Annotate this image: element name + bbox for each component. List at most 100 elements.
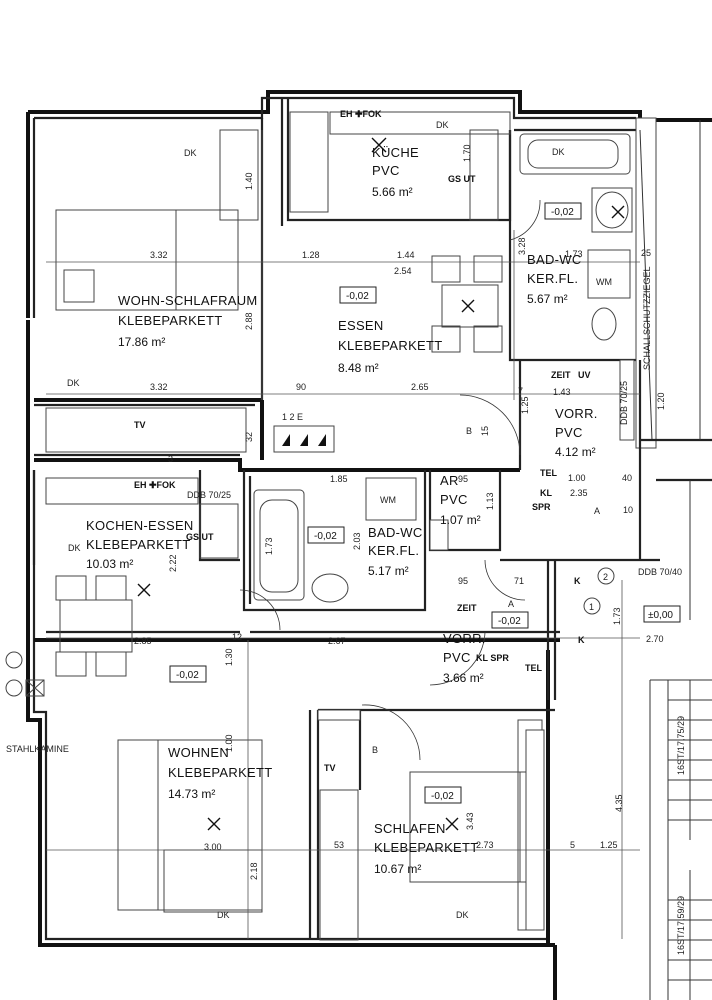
zeit-2: ZEIT [457, 603, 477, 613]
dim-text: 1.73 [565, 249, 583, 259]
eh-fok-kitchen: EH ✚FOK [340, 109, 382, 119]
dk-kitchen: DK [436, 120, 449, 130]
room-area-essen: 8.48 m² [338, 361, 379, 375]
level-bad1: -0,02 [551, 207, 574, 218]
room-floor-wohnen: KLEBEPARKETT [168, 765, 273, 780]
room-name-kochen: KOCHEN-ESSEN [86, 518, 194, 533]
level-box-bad2 [307, 526, 345, 544]
columns [317, 359, 635, 931]
furniture [45, 111, 633, 941]
level-box-essen [339, 286, 377, 304]
staircase [649, 120, 712, 1000]
room-floor-vorr2: PVC [443, 650, 471, 665]
dim-text: 1.25 [520, 396, 530, 414]
room-floor-wohn-schlaf: KLEBEPARKETT [118, 313, 223, 328]
dim-text: 2.22 [168, 554, 178, 572]
dim-text: 1.73 [612, 607, 622, 625]
k-2: K [578, 635, 585, 645]
dim-text: 1.40 [244, 172, 254, 190]
interior-walls [32, 98, 712, 939]
dim-text: 3.32 [150, 250, 168, 260]
level-bad2: -0,02 [314, 531, 337, 542]
dim-text: 53 [334, 840, 344, 850]
room-center-marks [137, 137, 625, 831]
dim-text: 4.35 [614, 794, 624, 812]
eh-fok-kochen: EH ✚FOK [134, 480, 176, 490]
dk-wohn-2: DK [67, 378, 80, 388]
room-floor-schlafen: KLEBEPARKETT [374, 840, 479, 855]
dim-text: 2.65 [411, 382, 429, 392]
dim-text: 2.67 [328, 636, 346, 646]
level-stair: ±0,00 [648, 610, 673, 621]
dim-text: 95 [458, 576, 468, 586]
dim-text: 71 [514, 576, 524, 586]
dim-text: 2.85 [134, 636, 152, 646]
zeit-1: ZEIT [551, 370, 571, 380]
dim-text: 7 [518, 386, 523, 396]
k-1: K [574, 576, 581, 586]
dk-wohn: DK [184, 148, 197, 158]
meter-box-label: 1 2 E [282, 412, 303, 422]
dim-text: 3.00 [204, 842, 222, 852]
dim-text: 5 [570, 840, 575, 850]
level-box-schlafen [424, 786, 462, 804]
dim-text: 1.00 [224, 734, 234, 752]
level-box-vorr2 [491, 611, 529, 629]
dk-wohnen: DK [217, 910, 230, 920]
door-label-b2: B [372, 745, 378, 755]
tel-1: TEL [540, 468, 558, 478]
level-box-stair [643, 605, 681, 623]
dim-text: 3.32 [150, 382, 168, 392]
room-floor-kueche: PVC [372, 163, 400, 178]
room-floor-essen: KLEBEPARKETT [338, 338, 443, 353]
room-area-schlafen: 10.67 m² [374, 862, 421, 876]
dim-text: 2.73 [476, 840, 494, 850]
dim-text: 3 [168, 454, 173, 464]
dim-text: 1.30 [224, 648, 234, 666]
dining-table [441, 284, 499, 328]
dim-text: 3.28 [517, 237, 527, 255]
axis-marker-2 [597, 567, 615, 585]
stair-label-1: 16ST/17,75/29 [676, 716, 686, 775]
level-schlafen: -0,02 [431, 791, 454, 802]
axis-label-2: 2 [603, 572, 608, 582]
tv-outlet-1: TV [134, 420, 146, 430]
room-area-wohn-schlaf: 17.86 m² [118, 335, 165, 349]
dim-text: 25 [641, 248, 651, 258]
room-area-bad2: 5.17 m² [368, 564, 409, 578]
dim-text: 1.25 [600, 840, 618, 850]
room-floor-vorr1: PVC [555, 425, 583, 440]
room-name-vorr1: VORR. [555, 406, 598, 421]
room-area-ar: 1.07 m² [440, 513, 481, 527]
room-area-vorr2: 3.66 m² [443, 671, 484, 685]
room-area-bad1: 5.67 m² [527, 292, 568, 306]
wm-label-2: WM [380, 495, 396, 505]
room-area-kochen: 10.03 m² [86, 557, 133, 571]
ddb-2: DDB 70/25 [619, 381, 629, 425]
ddb-3: DDB 70/40 [638, 567, 682, 577]
schallschutz-label: SCHALLSCHUTZZIEGEL [642, 266, 652, 370]
dim-text: 40 [622, 473, 632, 483]
dim-text: 2.35 [570, 488, 588, 498]
dim-text: 2.70 [646, 634, 664, 644]
room-area-wohnen: 14.73 m² [168, 787, 215, 801]
dim-text: 1.44 [397, 250, 415, 260]
dim-text: 95 [458, 474, 468, 484]
dim-text: 3.43 [465, 812, 475, 830]
room-name-kueche: KÜCHE [372, 145, 419, 160]
dk-bath: DK [552, 147, 565, 157]
dim-text: 2.03 [352, 532, 362, 550]
dimension-lines [46, 130, 640, 939]
room-name-bad1: BAD-WC [527, 252, 582, 267]
level-box-bad1 [544, 202, 582, 220]
kl-spr-2: KL SPR [476, 653, 509, 663]
dim-text: 1.85 [330, 474, 348, 484]
dim-text: 12 [232, 632, 242, 642]
dim-text: 90 [296, 382, 306, 392]
gs-ut-kochen: GS UT [186, 532, 214, 542]
room-area-vorr1: 4.12 m² [555, 445, 596, 459]
doors [239, 199, 541, 761]
room-floor-kochen: KLEBEPARKETT [86, 537, 191, 552]
dk-schlafen: DK [456, 910, 469, 920]
